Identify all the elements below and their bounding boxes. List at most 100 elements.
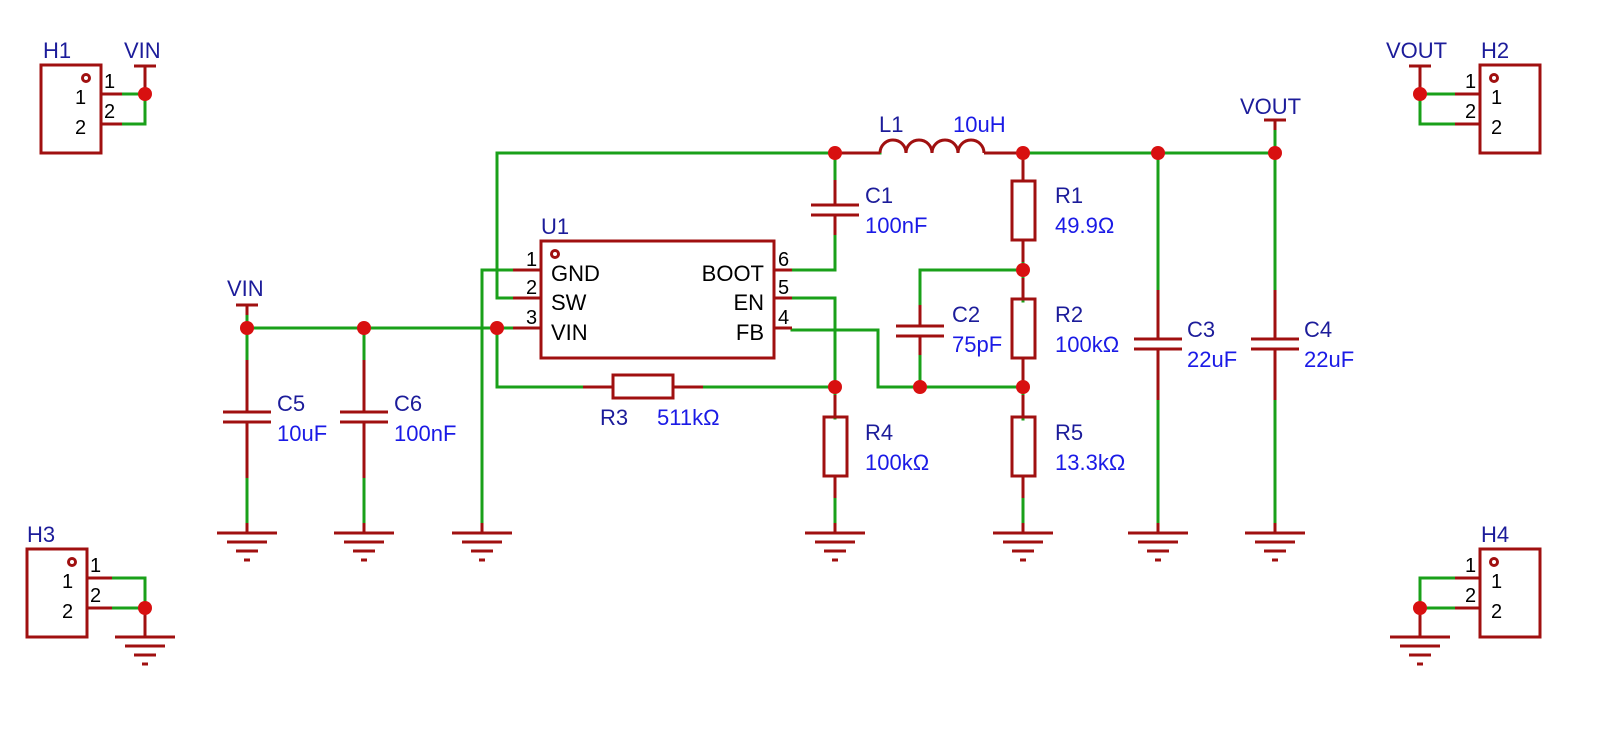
net-flag-vin-h1: VIN [124,38,161,94]
capacitor-c6: C6 100nF [340,360,456,478]
r2-ref: R2 [1055,302,1083,327]
c2-ref: C2 [952,302,980,327]
u1-pin4-name: FB [736,320,764,345]
capacitor-c1: C1 100nF [811,180,927,238]
junction-dot [1413,601,1427,615]
r2-value: 100kΩ [1055,332,1119,357]
c3-value: 22uF [1187,347,1237,372]
resistor-r5: R5 13.3kΩ [1010,395,1125,498]
ground-icon [452,523,512,562]
u1-pin1-num: 1 [526,249,537,271]
h3-pin-2-inner: 2 [62,601,73,623]
r5-ref: R5 [1055,420,1083,445]
junction-dot [1016,146,1030,160]
h2-pin-1-inner: 1 [1491,87,1502,109]
wire-h3 [110,576,147,610]
wires [110,92,1457,610]
h1-ref: H1 [43,38,71,63]
wire-c2-top [918,268,1025,322]
net-flag-vout: VOUT [1240,94,1301,130]
l1-ref: L1 [879,112,903,137]
junction-dot [490,321,504,335]
wire-c1-bottom [790,216,837,272]
c4-value: 22uF [1304,347,1354,372]
u1-pin2-name: SW [551,290,587,315]
junction-dot [1413,87,1427,101]
wire-r3-left [495,326,615,389]
ground-icon [334,523,394,562]
junctions [138,87,1427,615]
h1-pin-1-num: 1 [104,71,115,93]
ground-icon [1245,523,1305,562]
ic-u1: U1 1 2 3 6 5 4 GND SW VIN BOOT EN FB [513,214,792,360]
u1-pin5-num: 5 [778,277,789,299]
c5-ref: C5 [277,391,305,416]
u1-pin3-num: 3 [526,307,537,329]
c6-value: 100nF [394,421,456,446]
h1-pin-2-num: 2 [104,101,115,123]
h3-ref: H3 [27,522,55,547]
u1-ref: U1 [541,214,569,239]
junction-dot [1016,263,1030,277]
c4-ref: C4 [1304,317,1332,342]
ground-icon [805,523,865,562]
h4-pin-1-inner: 1 [1491,571,1502,593]
u1-pin3-name: VIN [551,320,588,345]
r4-value: 100kΩ [865,450,929,475]
c2-value: 75pF [952,332,1002,357]
capacitor-c3: C3 22uF [1134,290,1237,400]
wire-h1 [120,92,147,126]
r3-value: 511kΩ [657,405,720,430]
u1-pin1-name: GND [551,261,600,286]
r3-ref: R3 [600,405,628,430]
ground-icon [993,523,1053,562]
junction-dot [138,601,152,615]
h2-pin-2-num: 2 [1465,101,1476,123]
h4-ref: H4 [1481,522,1509,547]
h2-pin-2-inner: 2 [1491,117,1502,139]
wire-gnd-pin [480,268,515,535]
u1-pin4-num: 4 [778,307,789,329]
r1-value: 49.9Ω [1055,213,1114,238]
net-flag-vout-h2: VOUT [1386,38,1447,94]
resistor-r4: R4 100kΩ [822,395,929,498]
l1-value: 10uH [953,112,1006,137]
inductor-l1: L1 10uH [835,112,1023,155]
junction-dot [1268,146,1282,160]
resistor-r1: R1 49.9Ω [1010,160,1114,262]
u1-pin5-name: EN [733,290,764,315]
wire-h2 [1418,92,1457,126]
ground-icon [1128,523,1188,562]
wire-sw-left [495,151,515,300]
vout-label: VOUT [1240,94,1301,119]
ground-icon [115,608,175,666]
ground-icon [1390,608,1450,666]
resistor-r2: R2 100kΩ [1010,278,1119,380]
c1-value: 100nF [865,213,927,238]
u1-pin6-name: BOOT [702,261,764,286]
vin-label: VIN [227,276,264,301]
vin-label-h1: VIN [124,38,161,63]
h3-pin-2-num: 2 [90,585,101,607]
h3-pin-1-num: 1 [90,555,101,577]
header-h1: H1 1 2 1 2 [39,38,122,155]
junction-dot [357,321,371,335]
r5-value: 13.3kΩ [1055,450,1125,475]
c1-ref: C1 [865,183,893,208]
h1-pin-1-inner: 1 [75,87,86,109]
vout-label-h2: VOUT [1386,38,1447,63]
u1-pin6-num: 6 [778,249,789,271]
junction-dot [1151,146,1165,160]
capacitor-c5: C5 10uF [223,360,327,478]
h4-pin-1-num: 1 [1465,555,1476,577]
c3-ref: C3 [1187,317,1215,342]
junction-dot [1016,380,1030,394]
junction-dot [828,380,842,394]
c6-ref: C6 [394,391,422,416]
capacitor-c2: C2 75pF [896,302,1002,357]
resistor-r3: R3 511kΩ [583,373,720,430]
junction-dot [913,380,927,394]
junction-dot [138,87,152,101]
r4-ref: R4 [865,420,893,445]
